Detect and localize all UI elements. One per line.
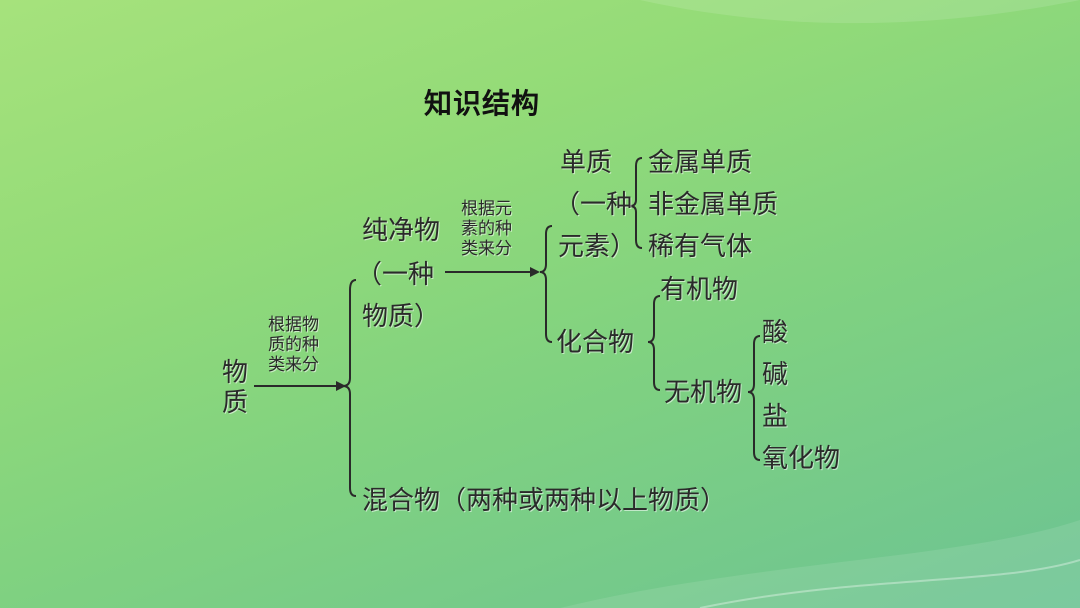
- label-method-substance-line1: 根据物: [268, 315, 319, 335]
- node-nonmetal-element: 非金属单质: [648, 190, 779, 220]
- node-element-substance-line2: （一种: [554, 190, 633, 220]
- node-element-substance-line1: 单质: [560, 148, 613, 178]
- node-salt: 盐: [762, 402, 789, 432]
- node-pure-line1: 纯净物: [362, 216, 441, 246]
- node-pure-line2: （一种: [356, 260, 435, 290]
- brace-2: [539, 225, 553, 343]
- label-method-substance-line3: 类来分: [268, 355, 319, 375]
- label-method-substance-line2: 质的种: [268, 335, 319, 355]
- label-method-element-line3: 类来分: [461, 239, 512, 259]
- node-base: 碱: [762, 360, 789, 390]
- node-element-substance-line3: 元素）: [558, 232, 637, 262]
- label-method-element-line1: 根据元: [461, 199, 512, 219]
- node-compound: 化合物: [556, 328, 635, 358]
- brace-5: [747, 335, 761, 461]
- node-metal-element: 金属单质: [648, 148, 753, 178]
- node-noble-gas: 稀有气体: [648, 232, 753, 262]
- node-root-line2: 质: [222, 388, 249, 418]
- brace-4: [647, 295, 661, 391]
- node-organic: 有机物: [660, 275, 739, 305]
- arrowhead-2: [530, 267, 540, 277]
- node-pure-line3: 物质）: [362, 302, 441, 332]
- node-mixture: 混合物（两种或两种以上物质）: [362, 486, 727, 516]
- label-method-element-line2: 素的种: [461, 219, 512, 239]
- page-title: 知识结构: [424, 87, 541, 120]
- node-root-line1: 物: [222, 358, 249, 388]
- node-acid: 酸: [762, 318, 789, 348]
- brace-3: [629, 157, 643, 249]
- node-inorganic: 无机物: [664, 378, 743, 408]
- node-oxide: 氧化物: [762, 444, 841, 474]
- arrowhead-1: [336, 381, 346, 391]
- brace-1: [342, 279, 357, 497]
